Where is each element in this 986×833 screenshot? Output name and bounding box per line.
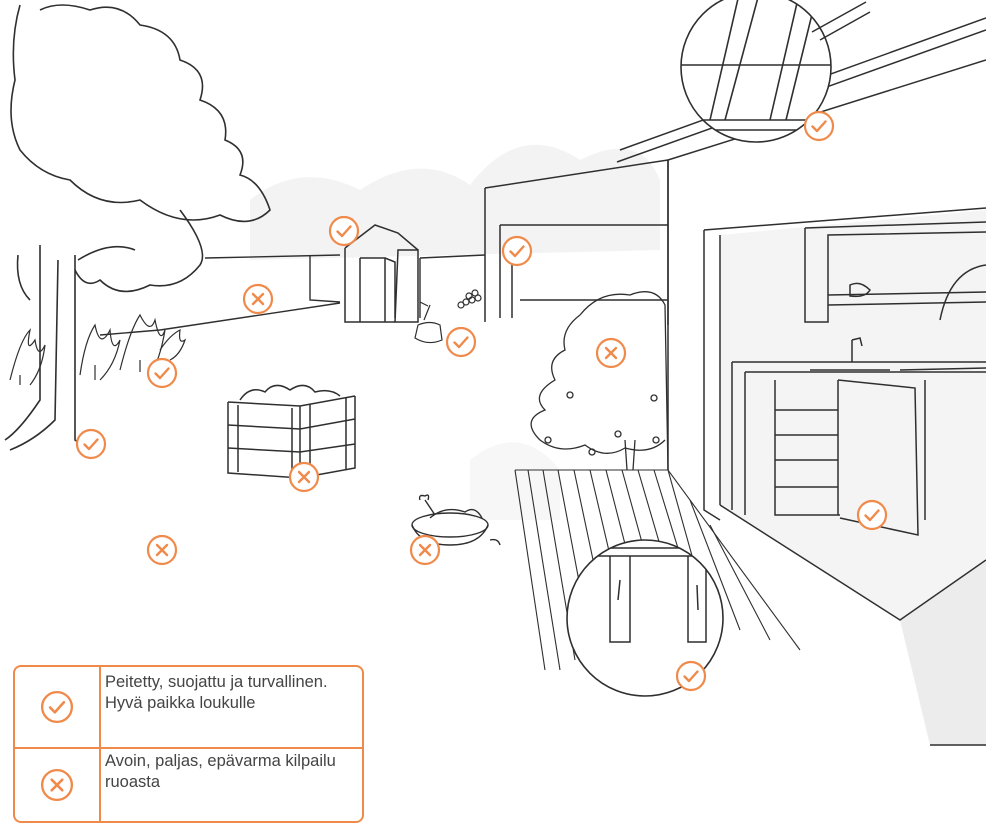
woodpile (414, 289, 482, 344)
check-circle-icon (40, 690, 74, 724)
legend-good-text: Peitetty, suojattu ja turvallinen. Hyvä … (105, 673, 328, 712)
marker-plant-bed-check-icon (146, 357, 178, 389)
tree (4, 4, 271, 451)
marker-garage-check-icon (501, 235, 533, 267)
house (616, 17, 986, 746)
compost-box (227, 384, 356, 479)
marker-under-deck-check-icon (675, 660, 707, 692)
marker-fence-cross-icon (242, 283, 274, 315)
plant-bed (9, 313, 187, 386)
marker-tree-trunk-check-icon (75, 428, 107, 460)
marker-roof-eave-check-icon (803, 110, 835, 142)
shed (344, 224, 419, 323)
marker-lawn-cross-icon (146, 534, 178, 566)
legend-bad-text: Avoin, paljas, epävarma kilpailu ruoasta (105, 752, 336, 791)
legend-icon-cell (15, 667, 101, 747)
marker-stump-check-icon (445, 326, 477, 358)
legend: Peitetty, suojattu ja turvallinen. Hyvä … (13, 665, 364, 823)
marker-pet-bowl-cross-icon (409, 534, 441, 566)
marker-fruit-tree-cross-icon (595, 337, 627, 369)
pet-bowl (411, 494, 501, 546)
legend-icon-cell (15, 747, 101, 823)
legend-row-good: Peitetty, suojattu ja turvallinen. Hyvä … (15, 667, 362, 749)
fruit-tree (530, 291, 669, 471)
marker-compost-cross-icon (288, 461, 320, 493)
deck (514, 469, 801, 671)
roof-inset (680, 0, 871, 143)
legend-row-bad: Avoin, paljas, epävarma kilpailu ruoasta (15, 747, 362, 823)
marker-shed-check-icon (328, 215, 360, 247)
cross-circle-icon (40, 768, 74, 802)
marker-cabinet-check-icon (856, 499, 888, 531)
